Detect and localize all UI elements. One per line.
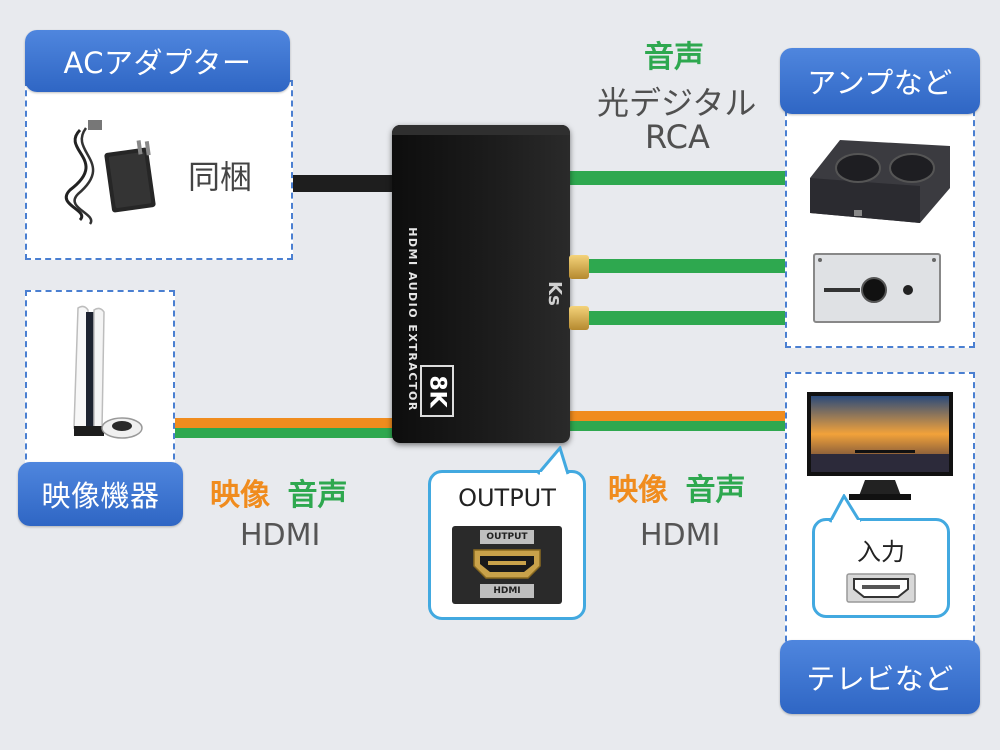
amplifier-icon: [810, 140, 950, 223]
tv-label: テレビなど: [780, 640, 980, 714]
input-callout-title: 入力: [857, 538, 905, 566]
right-video-text: 映像: [608, 473, 668, 508]
output-port-top-label: OUTPUT: [480, 530, 534, 544]
right-hdmi-audio-stripe: [568, 421, 790, 431]
device-logo: Ks: [543, 281, 565, 306]
power-cable: [292, 175, 398, 192]
device-top-edge: [392, 125, 570, 135]
left-hdmi-video-stripe: [175, 418, 400, 428]
optical-audio-cable: [568, 171, 790, 185]
rca-audio-cable-2: [585, 311, 785, 325]
power-adapter-icon: [64, 120, 156, 225]
output-port-top-text: OUTPUT: [486, 532, 528, 542]
amp-label-text: アンプなど: [807, 66, 953, 100]
left-hdmi-caption: 映像 音声: [210, 470, 348, 514]
device-badge-text: 8K: [424, 374, 450, 408]
right-audio-text: 音声: [685, 473, 746, 508]
hdmi-port-icon: [846, 573, 916, 603]
output-callout-pointer: [536, 446, 570, 476]
output-hdmi-socket-icon: [473, 549, 541, 579]
left-hdmi-label: HDMI: [240, 518, 321, 553]
right-hdmi-caption: 映像 音声: [608, 465, 746, 509]
amp-label: アンプなど: [780, 48, 980, 114]
device-badge: 8K: [420, 365, 454, 417]
right-hdmi-video-stripe: [568, 411, 790, 421]
ac-adapter-label-text: ACアダプター: [63, 46, 252, 80]
device-name: HDMI AUDIO EXTRACTOR: [405, 227, 419, 412]
audio-top-line2: RCA: [645, 118, 710, 156]
rca-jack-1: [569, 255, 589, 279]
output-callout-title: OUTPUT: [458, 484, 556, 512]
output-port-bottom-text: HDMI: [493, 586, 521, 596]
monitor-icon: [807, 392, 953, 500]
audio-top-line1: 光デジタル: [597, 84, 757, 122]
left-hdmi-audio-stripe: [175, 428, 400, 438]
right-hdmi-label: HDMI: [640, 518, 721, 553]
left-video-text: 映像: [210, 478, 270, 513]
tv-label-text: テレビなど: [806, 662, 954, 696]
rca-jack-2: [569, 306, 589, 330]
input-callout-pointer: [828, 494, 862, 524]
extractor-device: Ks HDMI AUDIO EXTRACTOR 8K: [392, 125, 570, 443]
headphone-amp-icon: [813, 253, 941, 323]
output-port-bottom-label: HDMI: [480, 584, 534, 598]
output-port-photo: OUTPUT HDMI: [452, 526, 562, 604]
bundled-text: 同梱: [188, 158, 253, 196]
ac-adapter-label: ACアダプター: [25, 30, 290, 92]
rca-audio-cable-1: [585, 259, 785, 273]
video-device-label: 映像機器: [18, 462, 183, 526]
video-device-label-text: 映像機器: [41, 479, 160, 513]
audio-top-title: 音声: [644, 40, 704, 75]
left-audio-text: 音声: [287, 478, 348, 513]
game-console-icon: [73, 305, 143, 439]
